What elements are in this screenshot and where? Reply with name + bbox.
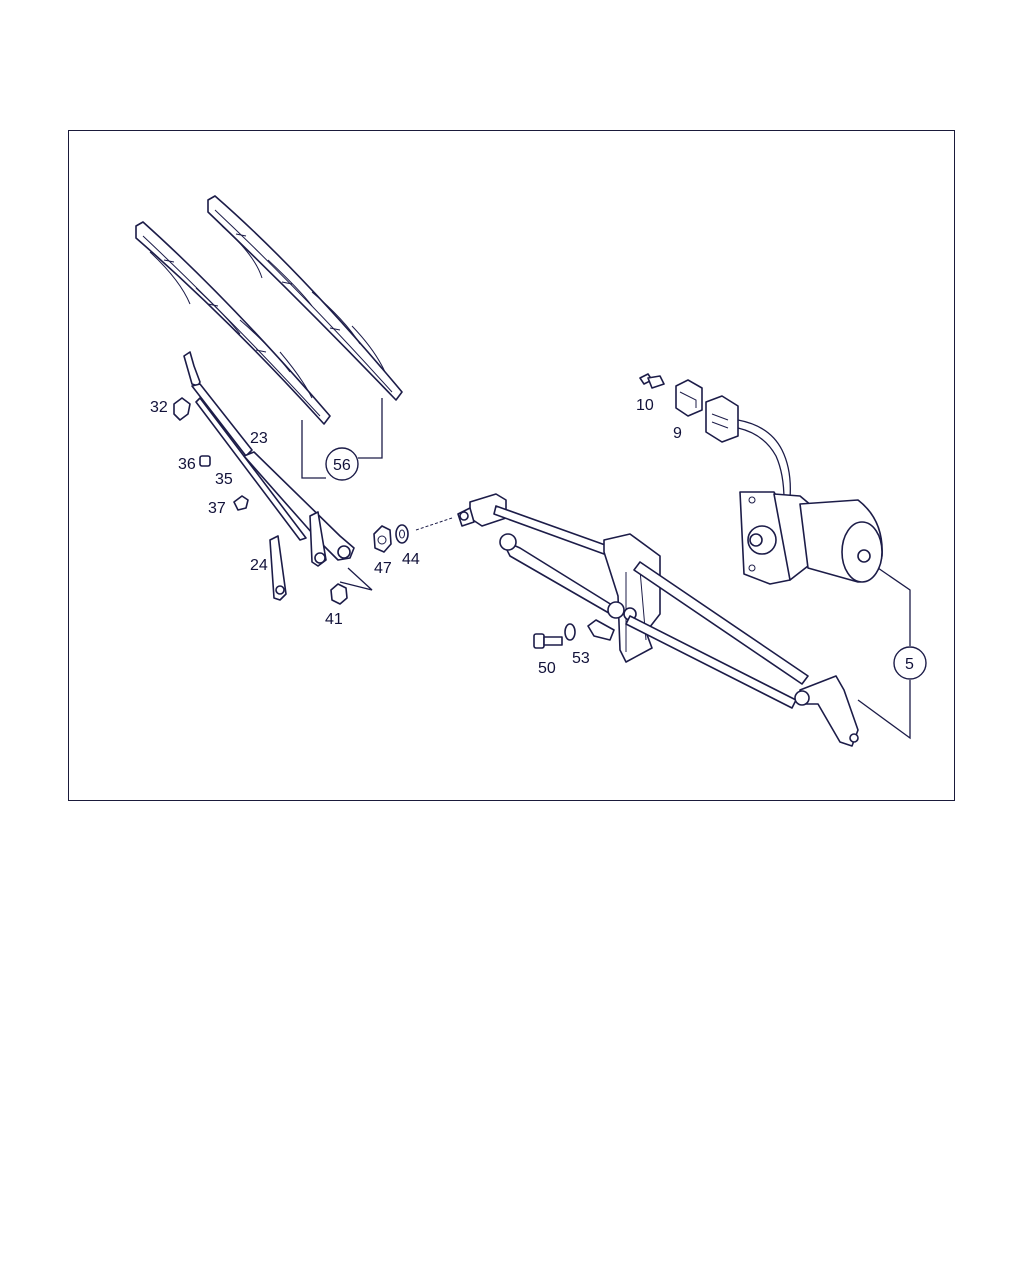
label-5: 5 <box>905 656 914 673</box>
wiper-motor <box>739 491 883 585</box>
callout-5 <box>857 567 927 740</box>
motor-plug <box>705 395 791 501</box>
label-36: 36 <box>178 456 196 473</box>
part-53-washer <box>564 623 576 641</box>
label-44: 44 <box>402 551 420 568</box>
label-37: 37 <box>208 500 226 517</box>
label-24: 24 <box>250 557 268 574</box>
part-10-terminal <box>639 373 665 389</box>
diagram-frame <box>68 130 955 801</box>
part-50-bolt <box>533 633 563 649</box>
label-56: 56 <box>333 457 351 474</box>
wiper-linkage <box>457 493 859 747</box>
wiper-blade-upper <box>207 195 403 401</box>
part-37-cap <box>233 495 249 511</box>
label-32: 32 <box>150 399 168 416</box>
label-50: 50 <box>538 660 556 677</box>
callout-56 <box>301 398 383 481</box>
part-24-lever <box>269 535 287 601</box>
label-53: 53 <box>572 650 590 667</box>
label-35: 35 <box>215 471 233 488</box>
label-9: 9 <box>673 425 682 442</box>
wiper-blade-lower <box>135 221 331 425</box>
wiper-arm <box>183 351 355 561</box>
label-47: 47 <box>374 560 392 577</box>
part-32-clip <box>173 397 191 421</box>
arm-crank <box>309 511 327 567</box>
label-10: 10 <box>636 397 654 414</box>
part-36-sleeve <box>199 455 211 467</box>
part-9-connector <box>675 379 703 417</box>
label-23: 23 <box>250 430 268 447</box>
leader-44 <box>415 517 453 531</box>
part-47-nut <box>373 525 392 553</box>
part-41-nut <box>330 567 373 605</box>
label-41: 41 <box>325 611 343 628</box>
part-44-washer <box>395 524 409 544</box>
